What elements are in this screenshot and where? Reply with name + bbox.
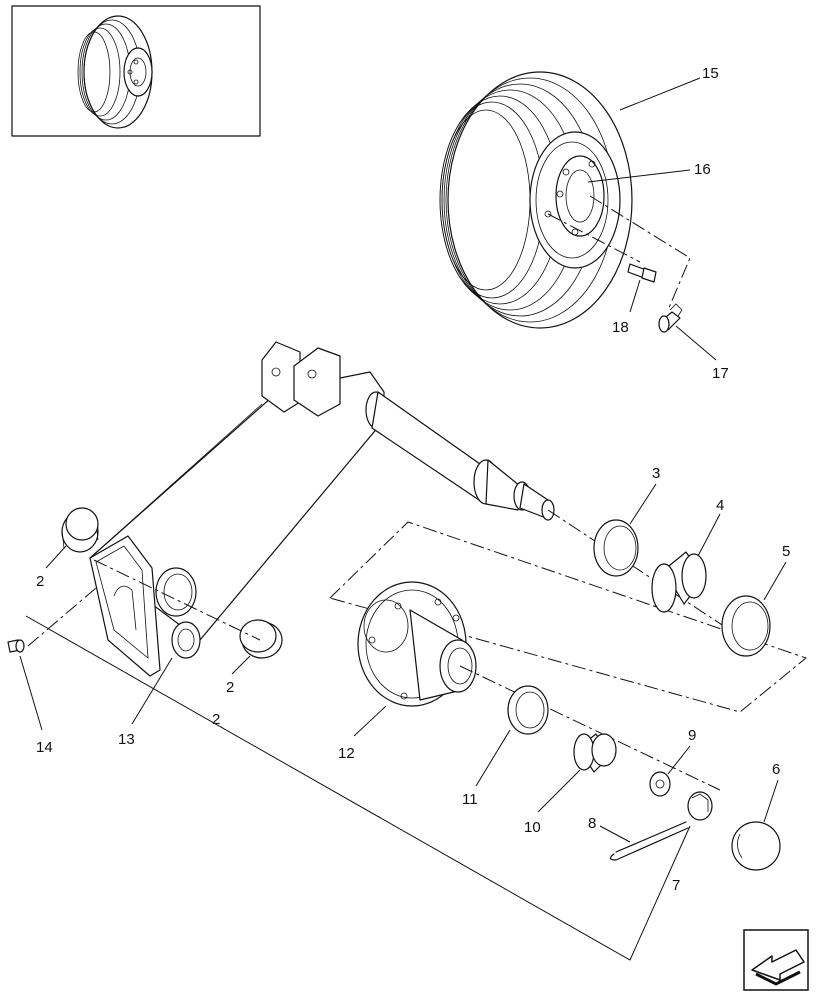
valve-stem (658, 303, 683, 333)
callout-10: 10 (524, 819, 541, 836)
bearing-cone-outer (651, 551, 707, 613)
callout-5: 5 (782, 543, 790, 560)
thumbnail-view (11, 5, 261, 137)
callout-2-assembly: 2 (212, 711, 220, 728)
bushing-upper (61, 507, 99, 553)
callout-labels: 15 16 18 17 3 4 5 2 2 2 14 13 12 11 10 9… (36, 65, 790, 894)
spindle (365, 391, 555, 521)
callout-6: 6 (772, 761, 780, 778)
callout-13: 13 (118, 731, 135, 748)
callout-7: 7 (672, 877, 680, 894)
leader-lines (19, 77, 787, 843)
wheel-rim (529, 131, 621, 269)
cotter-pin (609, 821, 689, 861)
callout-3: 3 (652, 465, 660, 482)
callout-16: 16 (694, 161, 711, 178)
callout-15: 15 (702, 65, 719, 82)
bearing-cone-inner (573, 733, 617, 773)
callout-18: 18 (612, 319, 629, 336)
bearing-cup-outer (721, 595, 771, 657)
callout-8: 8 (588, 815, 596, 832)
axle-arm (89, 341, 385, 677)
callout-4: 4 (716, 497, 724, 514)
callout-2-lower-bushing: 2 (226, 679, 234, 696)
callout-17: 17 (712, 365, 729, 382)
bushing-lower (239, 619, 283, 659)
grease-fitting (7, 639, 25, 653)
wheel-bolt (627, 263, 657, 283)
castle-nut (687, 791, 713, 821)
callout-12: 12 (338, 745, 355, 762)
thumbnail-wheel-icon (77, 15, 153, 129)
callout-9: 9 (688, 727, 696, 744)
bearing-cup-inner (507, 685, 549, 735)
dust-cap (731, 821, 781, 871)
callout-2-upper-bushing: 2 (36, 573, 44, 590)
back-arrow-icon[interactable] (743, 929, 809, 991)
washer (649, 771, 671, 797)
wheel-hub (357, 581, 477, 707)
seal (593, 519, 639, 577)
callout-11: 11 (462, 791, 478, 808)
callout-14: 14 (36, 739, 53, 756)
